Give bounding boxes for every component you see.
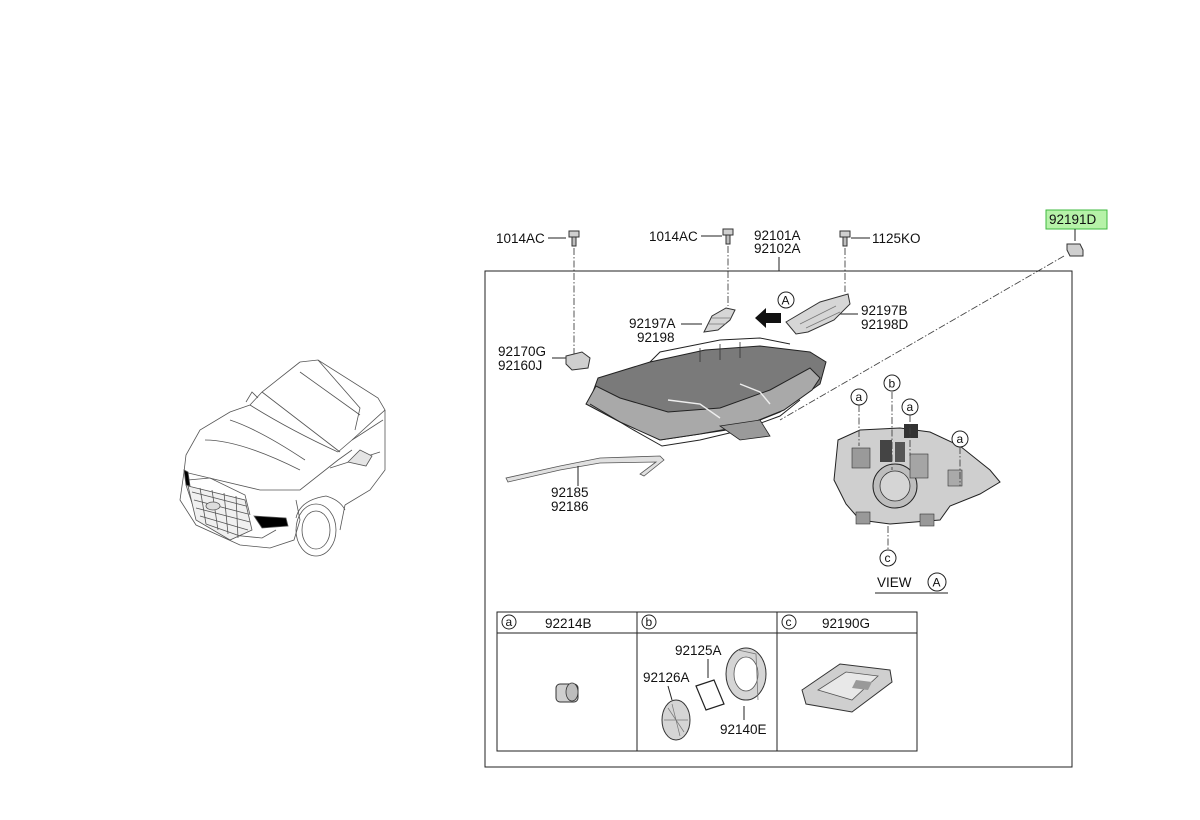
bolt-icon	[568, 230, 580, 247]
bulb-housing-icon	[725, 647, 767, 701]
lens-cover-icon	[661, 699, 691, 741]
bracket-left-icon	[703, 307, 736, 333]
direction-arrow-icon	[755, 308, 781, 328]
table-part-92214b[interactable]: 92214B	[545, 616, 592, 631]
table-part-92190g[interactable]: 92190G	[822, 616, 870, 631]
table-part-92140e[interactable]: 92140E	[720, 722, 767, 737]
label-92101a[interactable]: 92101A	[754, 228, 801, 243]
table-marker-c: c	[786, 615, 792, 629]
car-illustration	[179, 359, 386, 557]
label-92102a[interactable]: 92102A	[754, 241, 801, 256]
highlight-92191d[interactable]: 92191D	[1045, 209, 1108, 230]
label-1125ko[interactable]: 1125KO	[872, 231, 921, 246]
callout-a[interactable]: A	[782, 294, 790, 308]
label-92198[interactable]: 92198	[637, 330, 675, 345]
bracket-right-icon	[785, 293, 851, 335]
view-marker: A	[933, 576, 941, 590]
label-92191d[interactable]: 92191D	[1049, 212, 1097, 227]
marker-a-3[interactable]: a	[957, 432, 964, 446]
view-label: VIEW	[877, 575, 912, 590]
assembly-frame	[484, 270, 1073, 768]
label-92186[interactable]: 92186	[551, 499, 589, 514]
marker-b[interactable]: b	[889, 377, 896, 391]
label-92185[interactable]: 92185	[551, 485, 589, 500]
parts-table: a 92214B b 92125A 92126A 92140E c 92190	[496, 611, 918, 752]
garnish-strip-icon	[505, 455, 665, 483]
gasket-icon	[695, 679, 725, 711]
table-marker-a: a	[506, 615, 513, 629]
table-part-92126a[interactable]: 92126A	[643, 670, 690, 685]
headlamp-assembly	[585, 337, 827, 447]
control-module-icon	[801, 663, 893, 713]
socket-icon	[555, 682, 579, 703]
table-part-92125a[interactable]: 92125A	[675, 643, 722, 658]
bolt-icon	[722, 228, 734, 245]
module-icon	[565, 351, 591, 371]
label-92197a[interactable]: 92197A	[629, 316, 676, 331]
screw-icon	[839, 230, 851, 247]
label-1014ac-left[interactable]: 1014AC	[496, 231, 545, 246]
label-92160j[interactable]: 92160J	[498, 358, 542, 373]
label-92170g[interactable]: 92170G	[498, 344, 546, 359]
label-92197b[interactable]: 92197B	[861, 303, 908, 318]
table-marker-b: b	[646, 615, 653, 629]
marker-a-2[interactable]: a	[907, 400, 914, 414]
label-1014ac-mid[interactable]: 1014AC	[649, 229, 698, 244]
connector-icon	[1066, 243, 1084, 257]
view-a-lamp-rear	[833, 424, 1001, 527]
marker-a-1[interactable]: a	[856, 390, 863, 404]
marker-c[interactable]: c	[885, 551, 891, 565]
label-92198d[interactable]: 92198D	[861, 317, 909, 332]
